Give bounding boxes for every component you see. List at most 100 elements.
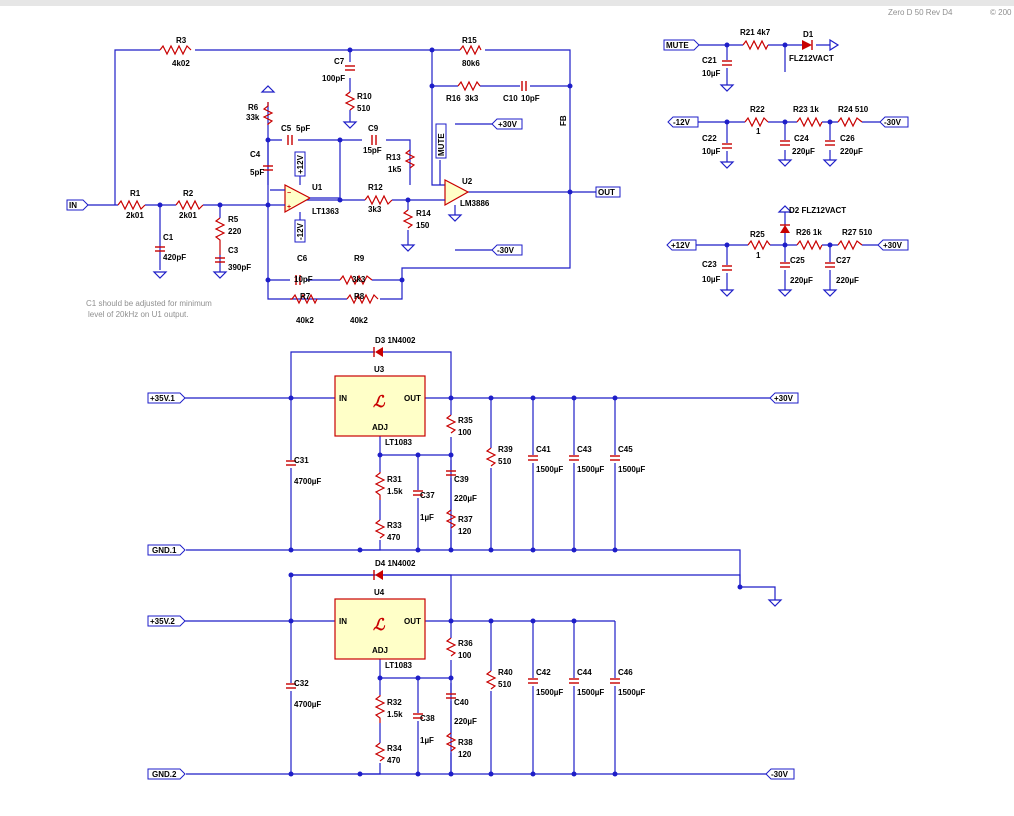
R9-value: 3k3: [352, 275, 366, 284]
capacitor-C46: [610, 678, 620, 684]
D2-label: D2 FLZ12VACT: [789, 206, 846, 215]
resistor-R26: [796, 239, 823, 251]
resistor-R3: [159, 44, 192, 56]
C43-value: 1500µF: [577, 465, 604, 474]
lt-logo-icon: ℒ: [373, 617, 386, 634]
port-supply2: +35V.2: [147, 615, 186, 627]
capacitor-C5: [287, 135, 293, 145]
psu2-section: +35V.2 GND.2 -30V: [147, 559, 795, 780]
port-p12-label: +12V: [671, 241, 691, 250]
resistor-R5: [214, 217, 226, 255]
diode-D1: [802, 40, 813, 50]
capacitor-C9: [371, 135, 377, 145]
U2-mute-label: MUTE: [437, 133, 446, 156]
R12-name: R12: [368, 183, 383, 192]
R32-name: R32: [387, 698, 402, 707]
resistor-R21: [742, 39, 769, 51]
U4-part: LT1083: [385, 661, 413, 670]
R6-value: 33k: [246, 113, 260, 122]
C9-value: 15pF: [363, 146, 382, 155]
resistor-R23: [796, 116, 823, 128]
resistor-R40: [485, 670, 497, 690]
capacitor-C41: [528, 455, 538, 461]
R37-value: 120: [458, 527, 472, 536]
resistor-R8: [346, 293, 379, 305]
C10-value: 10pF: [521, 94, 540, 103]
port-mute-label: MUTE: [666, 41, 689, 50]
C44-value: 1500µF: [577, 688, 604, 697]
port-supply2-label: +35V.2: [150, 617, 175, 626]
C3-name: C3: [228, 246, 239, 255]
port-m30-aux: -30V: [879, 116, 909, 128]
C31-name: C31: [294, 456, 309, 465]
note-line1: C1 should be adjusted for minimum: [86, 299, 212, 308]
R9-name: R9: [354, 254, 365, 263]
C37-value: 1µF: [420, 513, 434, 522]
resistor-R15: [459, 44, 482, 56]
resistor-R9: [339, 274, 373, 286]
port-out-label: OUT: [598, 188, 615, 197]
port-m12-label: -12V: [673, 118, 691, 127]
capacitor-C23: [722, 265, 732, 271]
R34-value: 470: [387, 756, 401, 765]
C1-value: 420pF: [163, 253, 186, 262]
port-m30-psu-label: -30V: [771, 770, 789, 779]
regulator-U4: IN OUT ADJ ℒ: [334, 598, 426, 660]
U1-vminus-label: -12V: [296, 222, 305, 240]
R2-value: 2k01: [179, 211, 197, 220]
R37-name: R37: [458, 515, 473, 524]
port-gnd1: GND.1: [147, 544, 186, 556]
U3-name: U3: [374, 365, 385, 374]
port-m30-aux-label: -30V: [884, 118, 902, 127]
resistor-R2: [175, 199, 204, 211]
U3-in: IN: [339, 394, 347, 403]
lt-logo-icon: ℒ: [373, 394, 386, 411]
capacitor-C42: [528, 678, 538, 684]
C39-value: 220µF: [454, 494, 477, 503]
R15-name: R15: [462, 36, 477, 45]
R23-label: R23 1k: [793, 105, 819, 114]
port-p30-aux-label: +30V: [883, 241, 903, 250]
capacitor-C31: [286, 460, 296, 466]
C26-value: 220µF: [840, 147, 863, 156]
resistor-R34: [374, 742, 386, 762]
R12-value: 3k3: [368, 205, 382, 214]
capacitor-C22: [722, 143, 732, 149]
C42-value: 1500µF: [536, 688, 563, 697]
R25-value: 1: [756, 251, 761, 260]
resistor-R16: [457, 80, 481, 92]
R26-label: R26 1k: [796, 228, 822, 237]
C6-value: 10pF: [294, 275, 313, 284]
resistor-R7: [290, 293, 318, 305]
capacitor-C32: [286, 683, 296, 689]
R8-name: R8: [354, 292, 365, 301]
resistor-R38: [445, 732, 457, 752]
C6-name: C6: [297, 254, 308, 263]
R22-value: 1: [756, 127, 761, 136]
C9-name: C9: [368, 124, 379, 133]
copyright-text: © 200: [990, 8, 1012, 17]
R13-name: R13: [386, 153, 401, 162]
port-supply1-label: +35V.1: [150, 394, 175, 403]
R39-name: R39: [498, 445, 513, 454]
capacitor-C10: [521, 81, 527, 91]
R24-label: R24 510: [838, 105, 869, 114]
C38-name: C38: [420, 714, 435, 723]
U4-adj: ADJ: [372, 646, 388, 655]
R15-value: 80k6: [462, 59, 480, 68]
port-m30-amp: -30V: [491, 244, 523, 256]
resistor-R32: [374, 695, 386, 723]
C24-name: C24: [794, 134, 809, 143]
port-p30-psu-label: +30V: [774, 394, 794, 403]
C41-name: C41: [536, 445, 551, 454]
resistor-R6: [262, 102, 274, 125]
R25-name: R25: [750, 230, 765, 239]
resistor-R37: [445, 509, 457, 529]
C38-value: 1µF: [420, 736, 434, 745]
R14-value: 150: [416, 221, 430, 230]
C37-name: C37: [420, 491, 435, 500]
R38-name: R38: [458, 738, 473, 747]
D4-label: D4 1N4002: [375, 559, 416, 568]
capacitor-C24: [780, 140, 790, 146]
port-in: IN: [66, 199, 89, 211]
